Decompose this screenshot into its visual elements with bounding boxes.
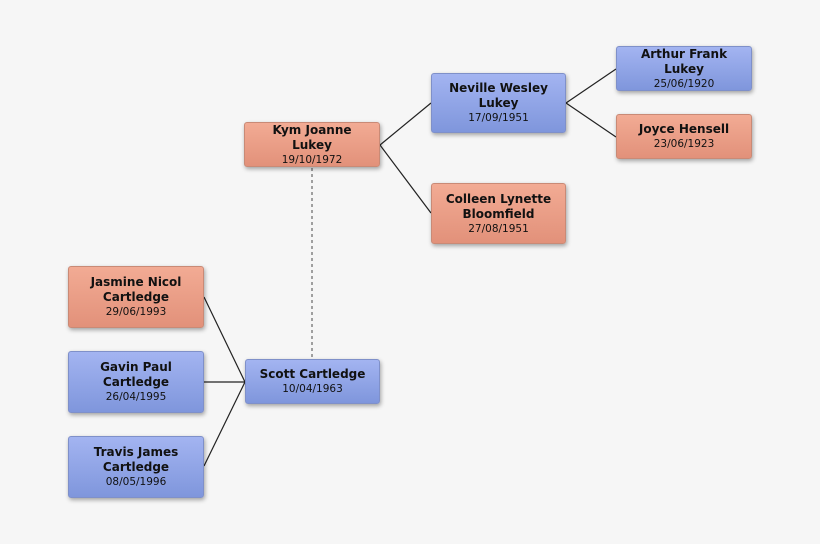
- person-node-neville[interactable]: Neville Wesley Lukey 17/09/1951: [431, 73, 566, 133]
- link-neville-arthur: [565, 68, 617, 104]
- link-kym-colleen: [379, 144, 432, 214]
- person-date: 19/10/1972: [281, 153, 343, 166]
- person-name: Jasmine Nicol Cartledge: [90, 275, 182, 304]
- person-name: Colleen Lynette Bloomfield: [445, 191, 552, 221]
- person-node-travis[interactable]: Travis James Cartledge 08/05/1996: [68, 436, 204, 498]
- person-date: 26/04/1995: [105, 391, 167, 403]
- person-node-gavin[interactable]: Gavin Paul Cartledge 26/04/1995: [68, 351, 204, 413]
- person-node-colleen[interactable]: Colleen Lynette Bloomfield 27/08/1951: [431, 183, 566, 244]
- link-scott-travis: [203, 381, 246, 467]
- person-date: 23/06/1923: [653, 138, 715, 150]
- link-kym-neville: [379, 102, 432, 146]
- person-node-joyce[interactable]: Joyce Hensell 23/06/1923: [616, 114, 752, 159]
- person-date: 17/09/1951: [468, 112, 529, 124]
- person-node-jasmine[interactable]: Jasmine Nicol Cartledge 29/06/1993: [68, 266, 204, 328]
- person-date: 08/05/1996: [105, 476, 167, 488]
- person-node-arthur[interactable]: Arthur Frank Lukey 25/06/1920: [616, 46, 752, 91]
- person-date: 10/04/1963: [282, 383, 343, 395]
- person-node-kym[interactable]: Kym Joanne Lukey 19/10/1972: [244, 122, 380, 167]
- person-name: Scott Cartledge: [259, 367, 366, 381]
- person-name: Joyce Hensell: [638, 122, 730, 136]
- person-node-scott[interactable]: Scott Cartledge 10/04/1963: [245, 359, 380, 404]
- person-date: 27/08/1951: [468, 222, 529, 235]
- link-neville-joyce: [565, 102, 617, 138]
- person-name: Arthur Frank Lukey: [640, 46, 728, 76]
- person-name: Neville Wesley Lukey: [449, 81, 548, 110]
- person-name: Gavin Paul Cartledge: [100, 360, 172, 389]
- person-date: 25/06/1920: [653, 77, 715, 90]
- link-scott-jasmine: [203, 296, 246, 383]
- person-name: Travis James Cartledge: [93, 445, 179, 474]
- person-date: 29/06/1993: [105, 306, 167, 318]
- person-name: Kym Joanne Lukey: [272, 122, 352, 152]
